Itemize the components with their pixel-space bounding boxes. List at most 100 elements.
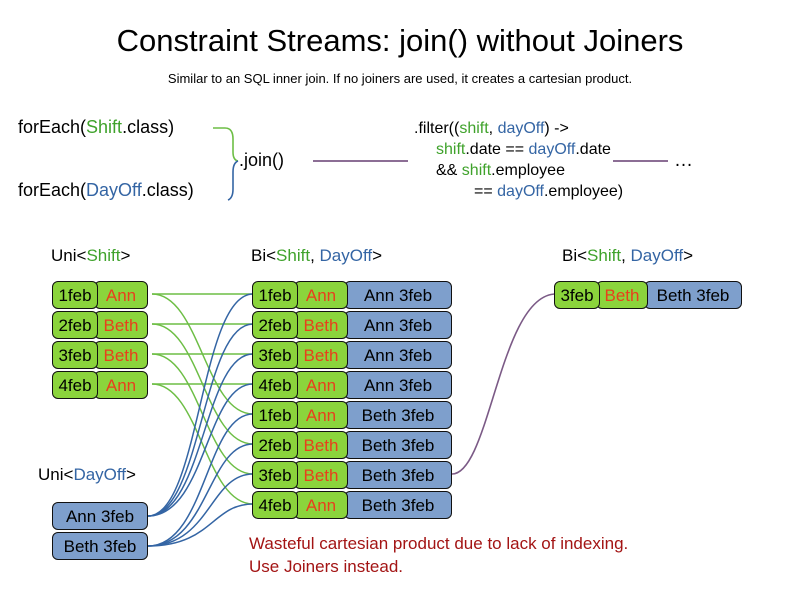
- label-bi-middle: Bi<Shift, DayOff>: [251, 246, 382, 266]
- foreach-dayoff-type: DayOff: [86, 180, 142, 200]
- shift-name-cell: Ann: [294, 401, 348, 429]
- filter-l1-shift: shift: [459, 120, 489, 137]
- filter-l4-end: .employee): [543, 183, 624, 200]
- warning-text: Wasteful cartesian product due to lack o…: [249, 532, 628, 578]
- shift-date-cell: 1feb: [252, 401, 298, 429]
- filter-line-4: == dayOff.employee): [414, 181, 623, 202]
- shift-date-cell: 2feb: [252, 431, 298, 459]
- dayoff-pair-cell: Beth 3feb: [344, 401, 452, 429]
- shift-date-cell: 1feb: [252, 281, 298, 309]
- dayoff-pair-cell: Ann 3feb: [344, 371, 452, 399]
- uni-dayoff-type: DayOff: [73, 465, 127, 484]
- bi-right-sep: ,: [621, 246, 631, 265]
- code-foreach-shift: forEach(Shift.class): [18, 117, 174, 138]
- shift-name-cell: Beth: [94, 311, 148, 339]
- shift-date-cell: 4feb: [252, 371, 298, 399]
- foreach-shift-prefix: forEach(: [18, 117, 87, 137]
- foreach-dayoff-suffix: .class): [141, 180, 194, 200]
- bi-right-suffix: >: [683, 246, 694, 265]
- filter-l1-a: .filter((: [414, 120, 460, 137]
- dayoff-pair-cell: Ann 3feb: [344, 341, 452, 369]
- filter-l2-end: .date: [575, 141, 611, 158]
- filter-l3-end: .employee: [491, 162, 565, 179]
- foreach-shift-suffix: .class): [122, 117, 175, 137]
- uni-shift-prefix: Uni<: [51, 246, 87, 265]
- shift-name-cell: Ann: [94, 281, 148, 309]
- label-uni-shift: Uni<Shift>: [51, 246, 130, 266]
- filter-line-1: .filter((shift, dayOff) ->: [414, 118, 623, 139]
- code-filter-block: .filter((shift, dayOff) -> shift.date ==…: [414, 118, 623, 202]
- shift-date-cell: 4feb: [52, 371, 98, 399]
- shift-date-cell: 3feb: [52, 341, 98, 369]
- bi-mid-type1: Shift: [276, 246, 311, 265]
- foreach-shift-type: Shift: [86, 117, 123, 137]
- shift-date-cell: 3feb: [252, 341, 298, 369]
- shift-name-cell: Ann: [294, 491, 348, 519]
- bi-right-type2: DayOff: [630, 246, 684, 265]
- bi-mid-prefix: Bi<: [251, 246, 277, 265]
- filter-l1-dayoff: dayOff: [497, 120, 545, 137]
- shift-date-cell: 3feb: [252, 461, 298, 489]
- shift-name-cell: Ann: [294, 371, 348, 399]
- dayoff-pair-cell: Ann 3feb: [52, 502, 148, 530]
- shift-name-cell: Beth: [294, 341, 348, 369]
- bi-mid-suffix: >: [372, 246, 383, 265]
- shift-name-cell: Beth: [94, 341, 148, 369]
- page-subtitle: Similar to an SQL inner join. If no join…: [167, 71, 633, 86]
- bi-right-prefix: Bi<: [562, 246, 588, 265]
- bi-right-type1: Shift: [587, 246, 622, 265]
- dayoff-pair-cell: Beth 3feb: [344, 431, 452, 459]
- filter-l3-a: &&: [436, 162, 462, 179]
- filter-line-2: shift.date == dayOff.date: [414, 139, 623, 160]
- dayoff-pair-cell: Beth 3feb: [644, 281, 742, 309]
- dayoff-pair-cell: Beth 3feb: [344, 461, 452, 489]
- shift-date-cell: 1feb: [52, 281, 98, 309]
- filter-l2-shift: shift: [436, 141, 466, 158]
- dayoff-pair-cell: Ann 3feb: [344, 311, 452, 339]
- filter-l1-b: ) ->: [544, 120, 569, 137]
- filter-line-3: && shift.employee: [414, 160, 623, 181]
- code-join-label: .join(): [239, 150, 285, 170]
- shift-name-cell: Beth: [294, 461, 348, 489]
- uni-dayoff-suffix: >: [126, 465, 136, 484]
- filter-l1-comma: ,: [488, 120, 498, 137]
- filter-l2-mid: .date ==: [465, 141, 529, 158]
- shift-date-cell: 4feb: [252, 491, 298, 519]
- uni-shift-type: Shift: [86, 246, 121, 265]
- page-title: Constraint Streams: join() without Joine…: [116, 23, 684, 58]
- filter-l2-dayoff: dayOff: [528, 141, 576, 158]
- shift-name-cell: Beth: [294, 431, 348, 459]
- bi-mid-type2: DayOff: [319, 246, 373, 265]
- shift-date-cell: 3feb: [554, 281, 600, 309]
- bi-mid-sep: ,: [310, 246, 320, 265]
- shift-date-cell: 2feb: [252, 311, 298, 339]
- filter-l4-dayoff: dayOff: [497, 183, 544, 200]
- uni-dayoff-row: Ann 3feb: [52, 502, 148, 530]
- foreach-dayoff-prefix: forEach(: [18, 180, 87, 200]
- warning-line-1: Wasteful cartesian product due to lack o…: [249, 534, 629, 553]
- ellipsis-continuation: …: [674, 150, 693, 171]
- uni-dayoff-prefix: Uni<: [38, 465, 74, 484]
- shift-name-cell: Ann: [94, 371, 148, 399]
- filter-l4-a: ==: [474, 183, 498, 200]
- label-uni-dayoff: Uni<DayOff>: [38, 465, 136, 485]
- shift-name-cell: Ann: [294, 281, 348, 309]
- filter-l3-shift: shift: [461, 162, 492, 179]
- uni-dayoff-row: Beth 3feb: [52, 532, 148, 560]
- shift-name-cell: Beth: [596, 281, 648, 309]
- dayoff-pair-cell: Ann 3feb: [344, 281, 452, 309]
